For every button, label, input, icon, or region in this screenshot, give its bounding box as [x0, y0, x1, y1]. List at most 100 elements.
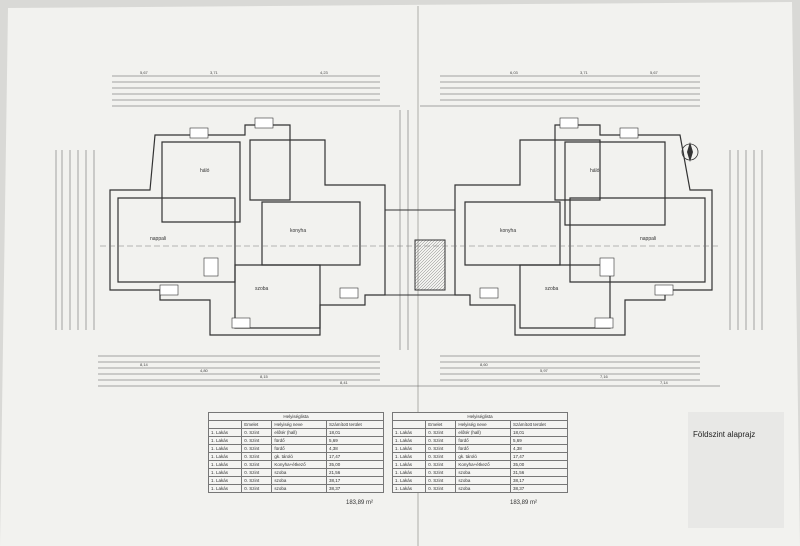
- side-dimension-lines: [55, 110, 763, 350]
- table-header-row: Emelet Helyiség neve Számított terület: [391, 420, 569, 429]
- room-label: szoba: [255, 286, 269, 292]
- table-cell: 1. Lakás: [391, 428, 427, 437]
- total-area-left: 183,89 m²: [346, 500, 374, 506]
- table-cell: szoba: [271, 468, 327, 477]
- table-cell: szoba: [455, 476, 511, 485]
- dimension-value: 5,67: [140, 70, 149, 75]
- table-cell: fürdő: [455, 436, 511, 445]
- table-cell: gk. tároló: [271, 452, 327, 461]
- table-cell: gk. tároló: [455, 452, 511, 461]
- table-cell: 0. Szint: [425, 444, 457, 453]
- column-header: Számított terület: [509, 420, 569, 429]
- column-header: [391, 420, 427, 429]
- column-header: Emelet: [425, 420, 457, 429]
- table-cell: 0. Szint: [425, 476, 457, 485]
- window-marks: [159, 117, 674, 329]
- table-cell: 1. Lakás: [391, 436, 427, 445]
- dimension-value: 8,41: [340, 380, 349, 385]
- table-cell: 5,69: [325, 436, 385, 445]
- left-unit-walls: [109, 124, 386, 336]
- table-cell: 18,01: [509, 428, 569, 437]
- table-cell: 1. Lakás: [391, 476, 427, 485]
- table-cell: 0. Szint: [425, 452, 457, 461]
- table-cell: 1. Lakás: [207, 452, 243, 461]
- north-arrow-icon: [681, 142, 699, 162]
- room-label: nappali: [640, 236, 656, 242]
- dimension-value: 3,71: [580, 70, 589, 75]
- room-schedule-table-right: Helyiséglista Emelet Helyiség neve Számí…: [391, 412, 569, 493]
- table-cell: szoba: [455, 468, 511, 477]
- table-caption: Helyiséglista: [392, 412, 568, 421]
- column-header: Helyiség neve: [271, 420, 327, 429]
- table-cell: előtér (hall): [455, 428, 511, 437]
- table-cell: fürdő: [455, 444, 511, 453]
- room-label: nappali: [150, 236, 166, 242]
- dimension-value: 4,23: [320, 70, 329, 75]
- table-cell: 4,38: [325, 444, 385, 453]
- dimension-value: 7,16: [600, 374, 609, 379]
- table-cell: 0. Szint: [241, 452, 273, 461]
- table-cell: Konyha+étkező: [271, 460, 327, 469]
- column-header: Helyiség neve: [455, 420, 511, 429]
- table-cell: 35,00: [325, 460, 385, 469]
- table-cell: 1. Lakás: [207, 484, 243, 493]
- table-cell: 1. Lakás: [207, 468, 243, 477]
- table-cell: előtér (hall): [271, 428, 327, 437]
- table-cell: 38,37: [509, 484, 569, 493]
- table-cell: szoba: [271, 476, 327, 485]
- room-label: háló: [590, 168, 600, 174]
- central-passage: [384, 209, 456, 296]
- table-cell: 0. Szint: [241, 428, 273, 437]
- table-cell: 38,17: [509, 476, 569, 485]
- dimension-values: 5,67 3,71 4,23 6,03 3,71 5,67 8,14 4,80 …: [140, 70, 669, 385]
- table-cell: fürdő: [271, 444, 327, 453]
- table-cell: 35,00: [509, 460, 569, 469]
- table-cell: 5,69: [509, 436, 569, 445]
- table-cell: 1. Lakás: [391, 452, 427, 461]
- right-unit-walls: [454, 124, 713, 336]
- dimension-value: 5,67: [650, 70, 659, 75]
- table-cell: 1. Lakás: [391, 460, 427, 469]
- table-cell: 0. Szint: [241, 444, 273, 453]
- table-cell: 1. Lakás: [207, 428, 243, 437]
- total-area-right: 183,89 m²: [510, 500, 538, 506]
- table-cell: Konyha+étkező: [455, 460, 511, 469]
- dimension-value: 8,14: [140, 362, 149, 367]
- table-cell: 0. Szint: [241, 476, 273, 485]
- dimension-value: 7,14: [660, 380, 669, 385]
- room-label: szoba: [545, 286, 559, 292]
- table-cell: 31,56: [509, 468, 569, 477]
- dimension-value: 8,60: [480, 362, 489, 367]
- title-block: [688, 412, 784, 528]
- table-cell: 0. Szint: [425, 468, 457, 477]
- table-cell: 38,17: [325, 476, 385, 485]
- dimension-value: 3,71: [210, 70, 219, 75]
- dimension-value: 6,03: [510, 70, 519, 75]
- table-cell: 4,38: [509, 444, 569, 453]
- table-cell: 1. Lakás: [207, 460, 243, 469]
- table-cell: 1. Lakás: [207, 436, 243, 445]
- column-header: Emelet: [241, 420, 273, 429]
- dimension-value: 8,15: [260, 374, 269, 379]
- table-cell: fürdő: [271, 436, 327, 445]
- table-cell: 1. Lakás: [391, 468, 427, 477]
- table-cell: 0. Szint: [241, 436, 273, 445]
- table-cell: 17,47: [325, 452, 385, 461]
- table-cell: 1. Lakás: [391, 484, 427, 493]
